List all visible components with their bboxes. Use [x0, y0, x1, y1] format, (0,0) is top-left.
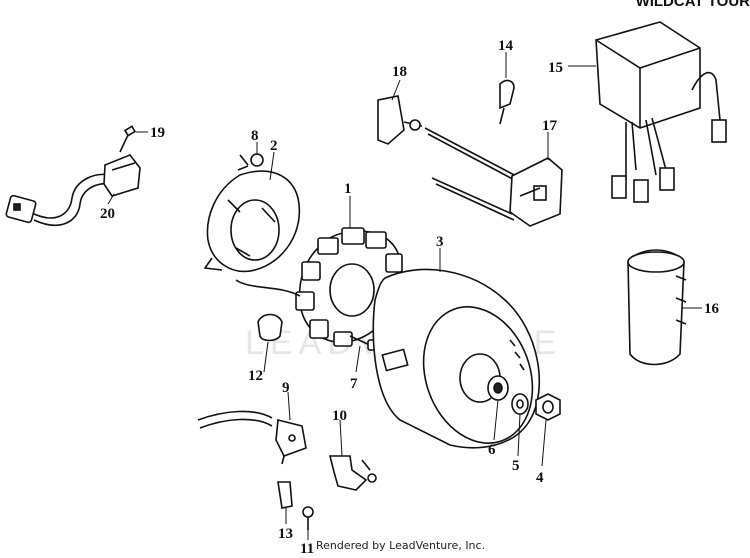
part-10-bracket[interactable]: [328, 455, 377, 491]
callout-12: 12: [248, 368, 263, 384]
part-20-harness[interactable]: [5, 154, 141, 226]
callout-10: 10: [332, 408, 347, 424]
callout-20: 20: [100, 206, 115, 222]
part-11-screw[interactable]: [302, 506, 314, 530]
callout-15: 15: [548, 60, 563, 76]
part-5-spring-washer[interactable]: [511, 393, 529, 415]
part-6-washer[interactable]: [487, 375, 509, 401]
part-12-cap[interactable]: [257, 313, 283, 342]
callout-11: 11: [300, 541, 314, 557]
callout-14: 14: [498, 38, 514, 54]
callout-3: 3: [436, 234, 444, 250]
part-19-screw[interactable]: [119, 125, 137, 153]
part-17-ignition-coil[interactable]: [424, 127, 563, 227]
part-16-condenser[interactable]: [627, 249, 687, 366]
part-18-plug-cap[interactable]: [377, 95, 423, 145]
callout-7: 7: [350, 376, 358, 392]
callout-16: 16: [704, 301, 720, 317]
callout-6: 6: [488, 442, 496, 458]
part-15-cdi-unit[interactable]: [595, 21, 727, 203]
part-3-flywheel[interactable]: [372, 268, 551, 458]
part-13-clip[interactable]: [277, 481, 293, 509]
callout-13: 13: [278, 526, 293, 542]
callout-labels: 1 2 3 4 5 6 7 8 9 10 11 12 13 14 15 16 1…: [100, 38, 720, 557]
callout-4: 4: [536, 470, 544, 486]
diagram-header-title: WILDCAT TOUR: [635, 0, 750, 10]
callout-17: 17: [542, 118, 558, 134]
part-9-sensor[interactable]: [197, 410, 307, 465]
callout-2: 2: [270, 138, 278, 154]
render-credit: Rendered by LeadVenture, Inc.: [316, 539, 486, 552]
callout-19: 19: [150, 125, 165, 141]
callout-1: 1: [344, 181, 352, 197]
callout-8: 8: [251, 128, 259, 144]
callout-5: 5: [512, 458, 520, 474]
leader-lines: [107, 52, 702, 540]
part-14-clamp[interactable]: [499, 79, 515, 125]
part-2-pulser-plate[interactable]: [203, 170, 301, 273]
part-8-bolts[interactable]: [237, 153, 264, 171]
callout-9: 9: [282, 380, 290, 396]
callout-18: 18: [392, 64, 407, 80]
part-4-nut[interactable]: [535, 393, 561, 421]
